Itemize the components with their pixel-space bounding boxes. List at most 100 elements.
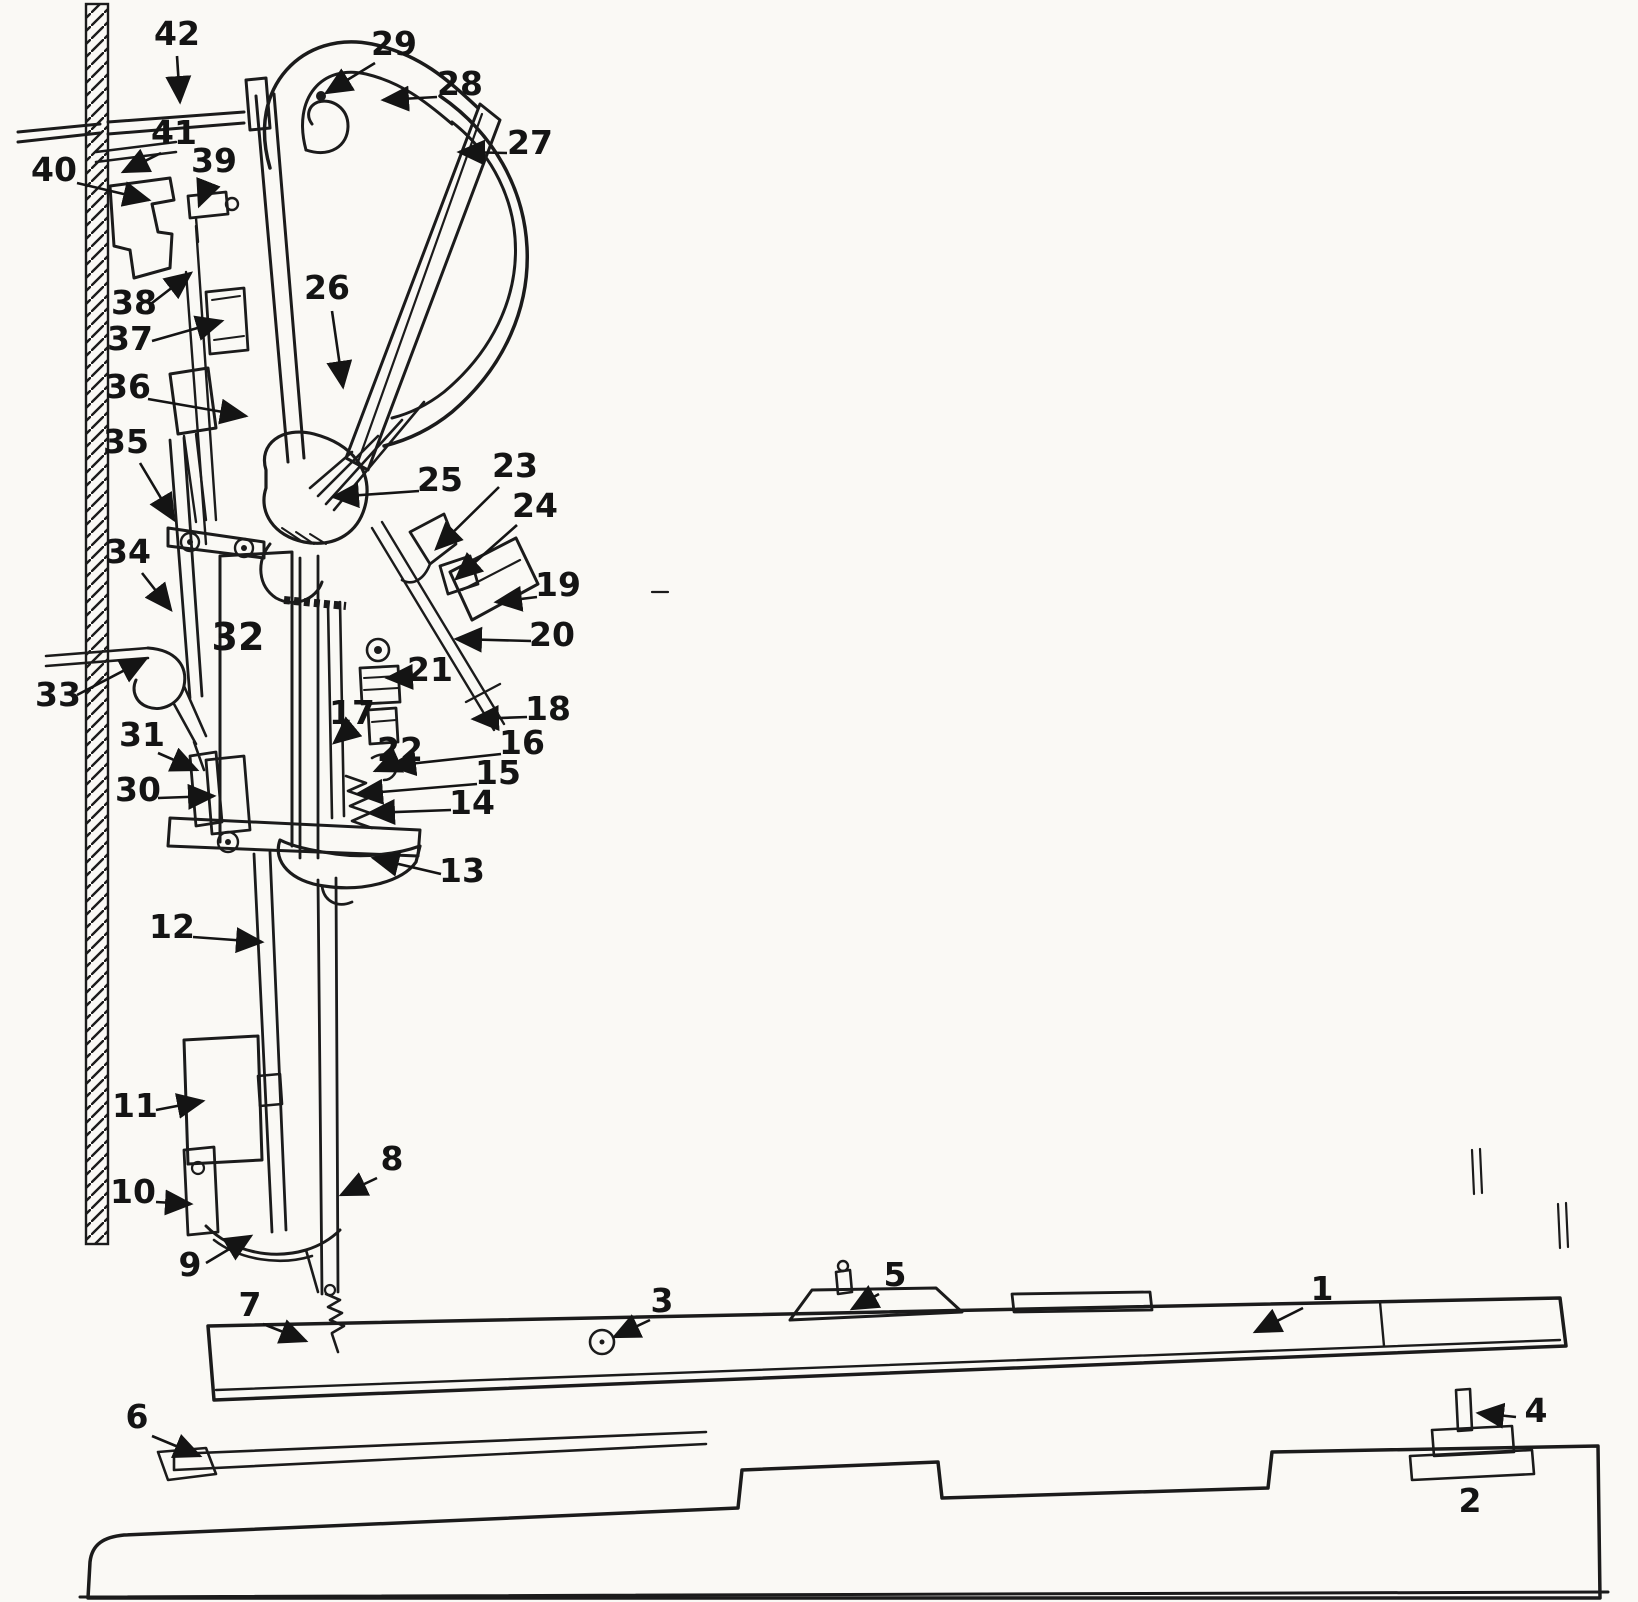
weight-block — [182, 1034, 264, 1166]
base-and-key — [78, 590, 1610, 1600]
part-label-6: 6 — [126, 1397, 149, 1436]
flange-hinge-bar — [166, 526, 266, 560]
hammer-shank-inner — [356, 112, 484, 464]
leader-3 — [611, 1314, 651, 1339]
wippen-heel — [320, 884, 354, 906]
string-plane — [84, 2, 110, 1246]
part-label-17: 17 — [329, 693, 375, 732]
leader-41 — [120, 148, 162, 174]
hammer-head-outer — [262, 40, 480, 170]
leader-21 — [384, 663, 414, 690]
regulating-button-head — [365, 637, 391, 663]
damper-flange-box-lines — [211, 295, 245, 341]
part-label-19: 19 — [535, 565, 581, 604]
part-label-31: 31 — [119, 715, 165, 754]
part-label-38: 38 — [111, 283, 157, 322]
edge-tick-marks — [650, 590, 1570, 1250]
leader-40 — [76, 181, 152, 207]
bridle-wires — [370, 520, 506, 732]
part-label-39: 39 — [191, 141, 237, 180]
leader-36 — [147, 397, 249, 425]
hinge-screw-right — [233, 537, 255, 559]
leader-5 — [849, 1285, 882, 1311]
sticker-foot-link — [304, 1248, 320, 1294]
fly-block-line — [460, 558, 522, 592]
part-label-24: 24 — [512, 486, 558, 525]
screw-mark-center — [599, 1339, 605, 1345]
action-mechanism — [16, 40, 540, 1354]
part-label-20: 20 — [529, 615, 575, 654]
damper-lever-long — [168, 436, 204, 700]
catcher — [259, 542, 324, 604]
screw-mark — [588, 1328, 616, 1356]
leader-22 — [372, 748, 405, 773]
backcheck-head — [408, 512, 458, 566]
leader-30 — [157, 783, 217, 810]
leader-7 — [262, 1319, 309, 1344]
spoon-tail — [172, 684, 208, 746]
part-label-8: 8 — [381, 1139, 404, 1178]
leader-10 — [155, 1189, 194, 1216]
regulating-nut-hatch — [371, 719, 397, 723]
leader-8 — [338, 1172, 378, 1197]
wippen — [276, 838, 422, 890]
leader-28 — [380, 85, 438, 112]
leader-39 — [196, 177, 221, 209]
leader-38 — [151, 271, 194, 305]
hammer-molding-dot — [316, 91, 326, 101]
leader-23 — [434, 486, 500, 551]
part-label-10: 10 — [110, 1172, 156, 1211]
part-label-26: 26 — [304, 268, 350, 307]
part-label-13: 13 — [439, 851, 485, 890]
leader-34 — [140, 572, 173, 613]
leader-14 — [366, 799, 452, 826]
sticker-left — [252, 850, 288, 1234]
leader-26 — [326, 310, 353, 390]
part-label-34: 34 — [105, 532, 151, 571]
action-standard — [218, 550, 294, 848]
leader-24 — [454, 524, 518, 581]
leader-18 — [470, 705, 528, 732]
part-label-2: 2 — [1459, 1481, 1482, 1520]
back-support-post — [1454, 1387, 1474, 1433]
part-label-35: 35 — [103, 422, 149, 461]
rail-bracket — [244, 76, 272, 132]
leader-9 — [205, 1234, 254, 1265]
part-label-5: 5 — [884, 1255, 907, 1294]
part-label-16: 16 — [499, 723, 545, 762]
part-label-23: 23 — [492, 446, 538, 485]
regulating-nut — [366, 706, 400, 746]
part-label-29: 29 — [371, 24, 417, 63]
part-label-18: 18 — [525, 689, 571, 728]
part-label-7: 7 — [239, 1285, 262, 1324]
hammer-head-inner — [301, 70, 454, 152]
leader-35 — [138, 462, 176, 523]
felt-strip — [283, 596, 347, 610]
leader-42 — [165, 55, 192, 105]
leader-11 — [155, 1093, 206, 1119]
balance-rail-cap — [788, 1286, 964, 1322]
fly-block — [448, 536, 540, 622]
hammer-loop-outer — [382, 94, 529, 448]
leader-15 — [354, 778, 478, 805]
part-label-27: 27 — [507, 123, 553, 162]
spoon-hook — [132, 646, 187, 710]
hammer-head-curl — [304, 99, 350, 154]
leader-20 — [453, 626, 532, 653]
leader-37 — [151, 315, 225, 343]
part-label-42: 42 — [154, 14, 200, 53]
part-labels: 1 2 3 4 5 6 7 8 9 10 11 12 13 14 15 16 1… — [31, 14, 1547, 1520]
bracket-pivot-dot — [225, 839, 231, 845]
hammer-rest-rail — [16, 110, 246, 144]
foot-spring-tip — [330, 1332, 340, 1354]
part-label-21: 21 — [407, 650, 453, 689]
shank-fan-lines — [308, 400, 426, 512]
key-strip — [1010, 1290, 1154, 1314]
part-label-25: 25 — [417, 460, 463, 499]
hinge-screw-right-dot — [241, 545, 247, 551]
part-label-37: 37 — [107, 319, 153, 358]
part-label-3: 3 — [651, 1281, 674, 1320]
key-end-separator — [1378, 1300, 1386, 1348]
pivot-screw — [190, 1160, 206, 1176]
